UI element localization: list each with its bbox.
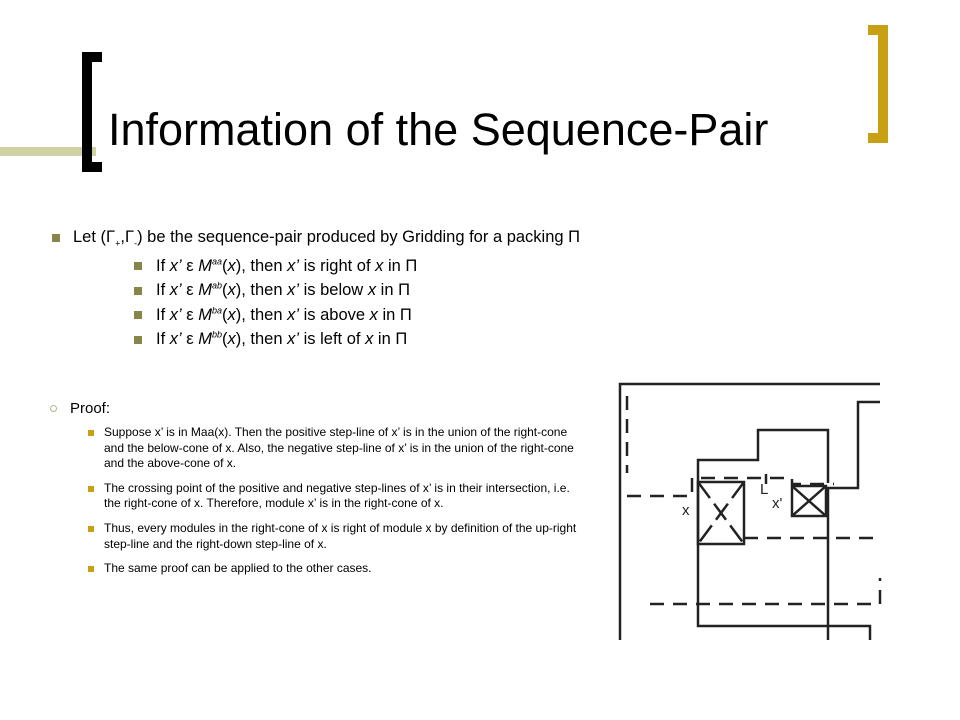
square-bullet-icon [88, 430, 94, 436]
proof-item: Suppose x’ is in Maa(x). Then the positi… [88, 425, 588, 472]
sub-bullet-ab: If x’ ε Mab(x), then x’ is below x in Π [134, 279, 417, 304]
lower-step-line [696, 558, 872, 640]
square-bullet-icon [88, 525, 94, 532]
right-bracket-decoration [868, 25, 888, 143]
sub-bullet-bb: If x’ ε Mbb(x), then x’ is left of x in … [134, 328, 417, 353]
label-x-prime: x' [772, 495, 783, 512]
slide-title: Information of the Sequence-Pair [108, 104, 769, 155]
title-accent-bar [0, 147, 96, 156]
square-bullet-icon [134, 262, 142, 271]
circle-bullet-icon [50, 405, 57, 412]
proof-item: The crossing point of the positive and n… [88, 481, 588, 512]
proof-item: The same proof can be applied to the oth… [88, 561, 588, 577]
proof-list: Suppose x’ is in Maa(x). Then the positi… [88, 425, 588, 586]
label-x: x [682, 502, 690, 519]
module-x [696, 480, 746, 546]
main-bullet-text: Let (Γ+,Γ-) be the sequence-pair produce… [73, 228, 581, 249]
proof-item: Thus, every modules in the right-cone of… [88, 521, 588, 552]
sub-bullet-aa: If x’ ε Maa(x), then x’ is right of x in… [134, 254, 417, 279]
sub-bullet-list: If x’ ε Maa(x), then x’ is right of x in… [134, 254, 417, 352]
square-bullet-icon [52, 233, 60, 242]
inner-step-line [696, 428, 830, 558]
label-L: L [760, 481, 768, 498]
square-bullet-icon [134, 335, 142, 344]
proof-heading: Proof: [50, 400, 110, 417]
square-bullet-icon [134, 286, 142, 295]
main-bullet: Let (Γ+,Γ-) be the sequence-pair produce… [52, 228, 581, 249]
square-bullet-icon [134, 311, 142, 320]
sub-bullet-ba: If x’ ε Mba(x), then x’ is above x in Π [134, 303, 417, 328]
bottom-dashed-line [650, 578, 882, 606]
right-step-line [826, 400, 880, 640]
outer-step-line [618, 382, 880, 640]
square-bullet-icon [88, 566, 94, 573]
horizontal-dashed-line [627, 476, 834, 498]
left-bracket-decoration [82, 52, 102, 172]
square-bullet-icon [88, 485, 94, 492]
step-line-diagram: x x' L [618, 382, 882, 640]
module-x-prime [790, 484, 828, 518]
